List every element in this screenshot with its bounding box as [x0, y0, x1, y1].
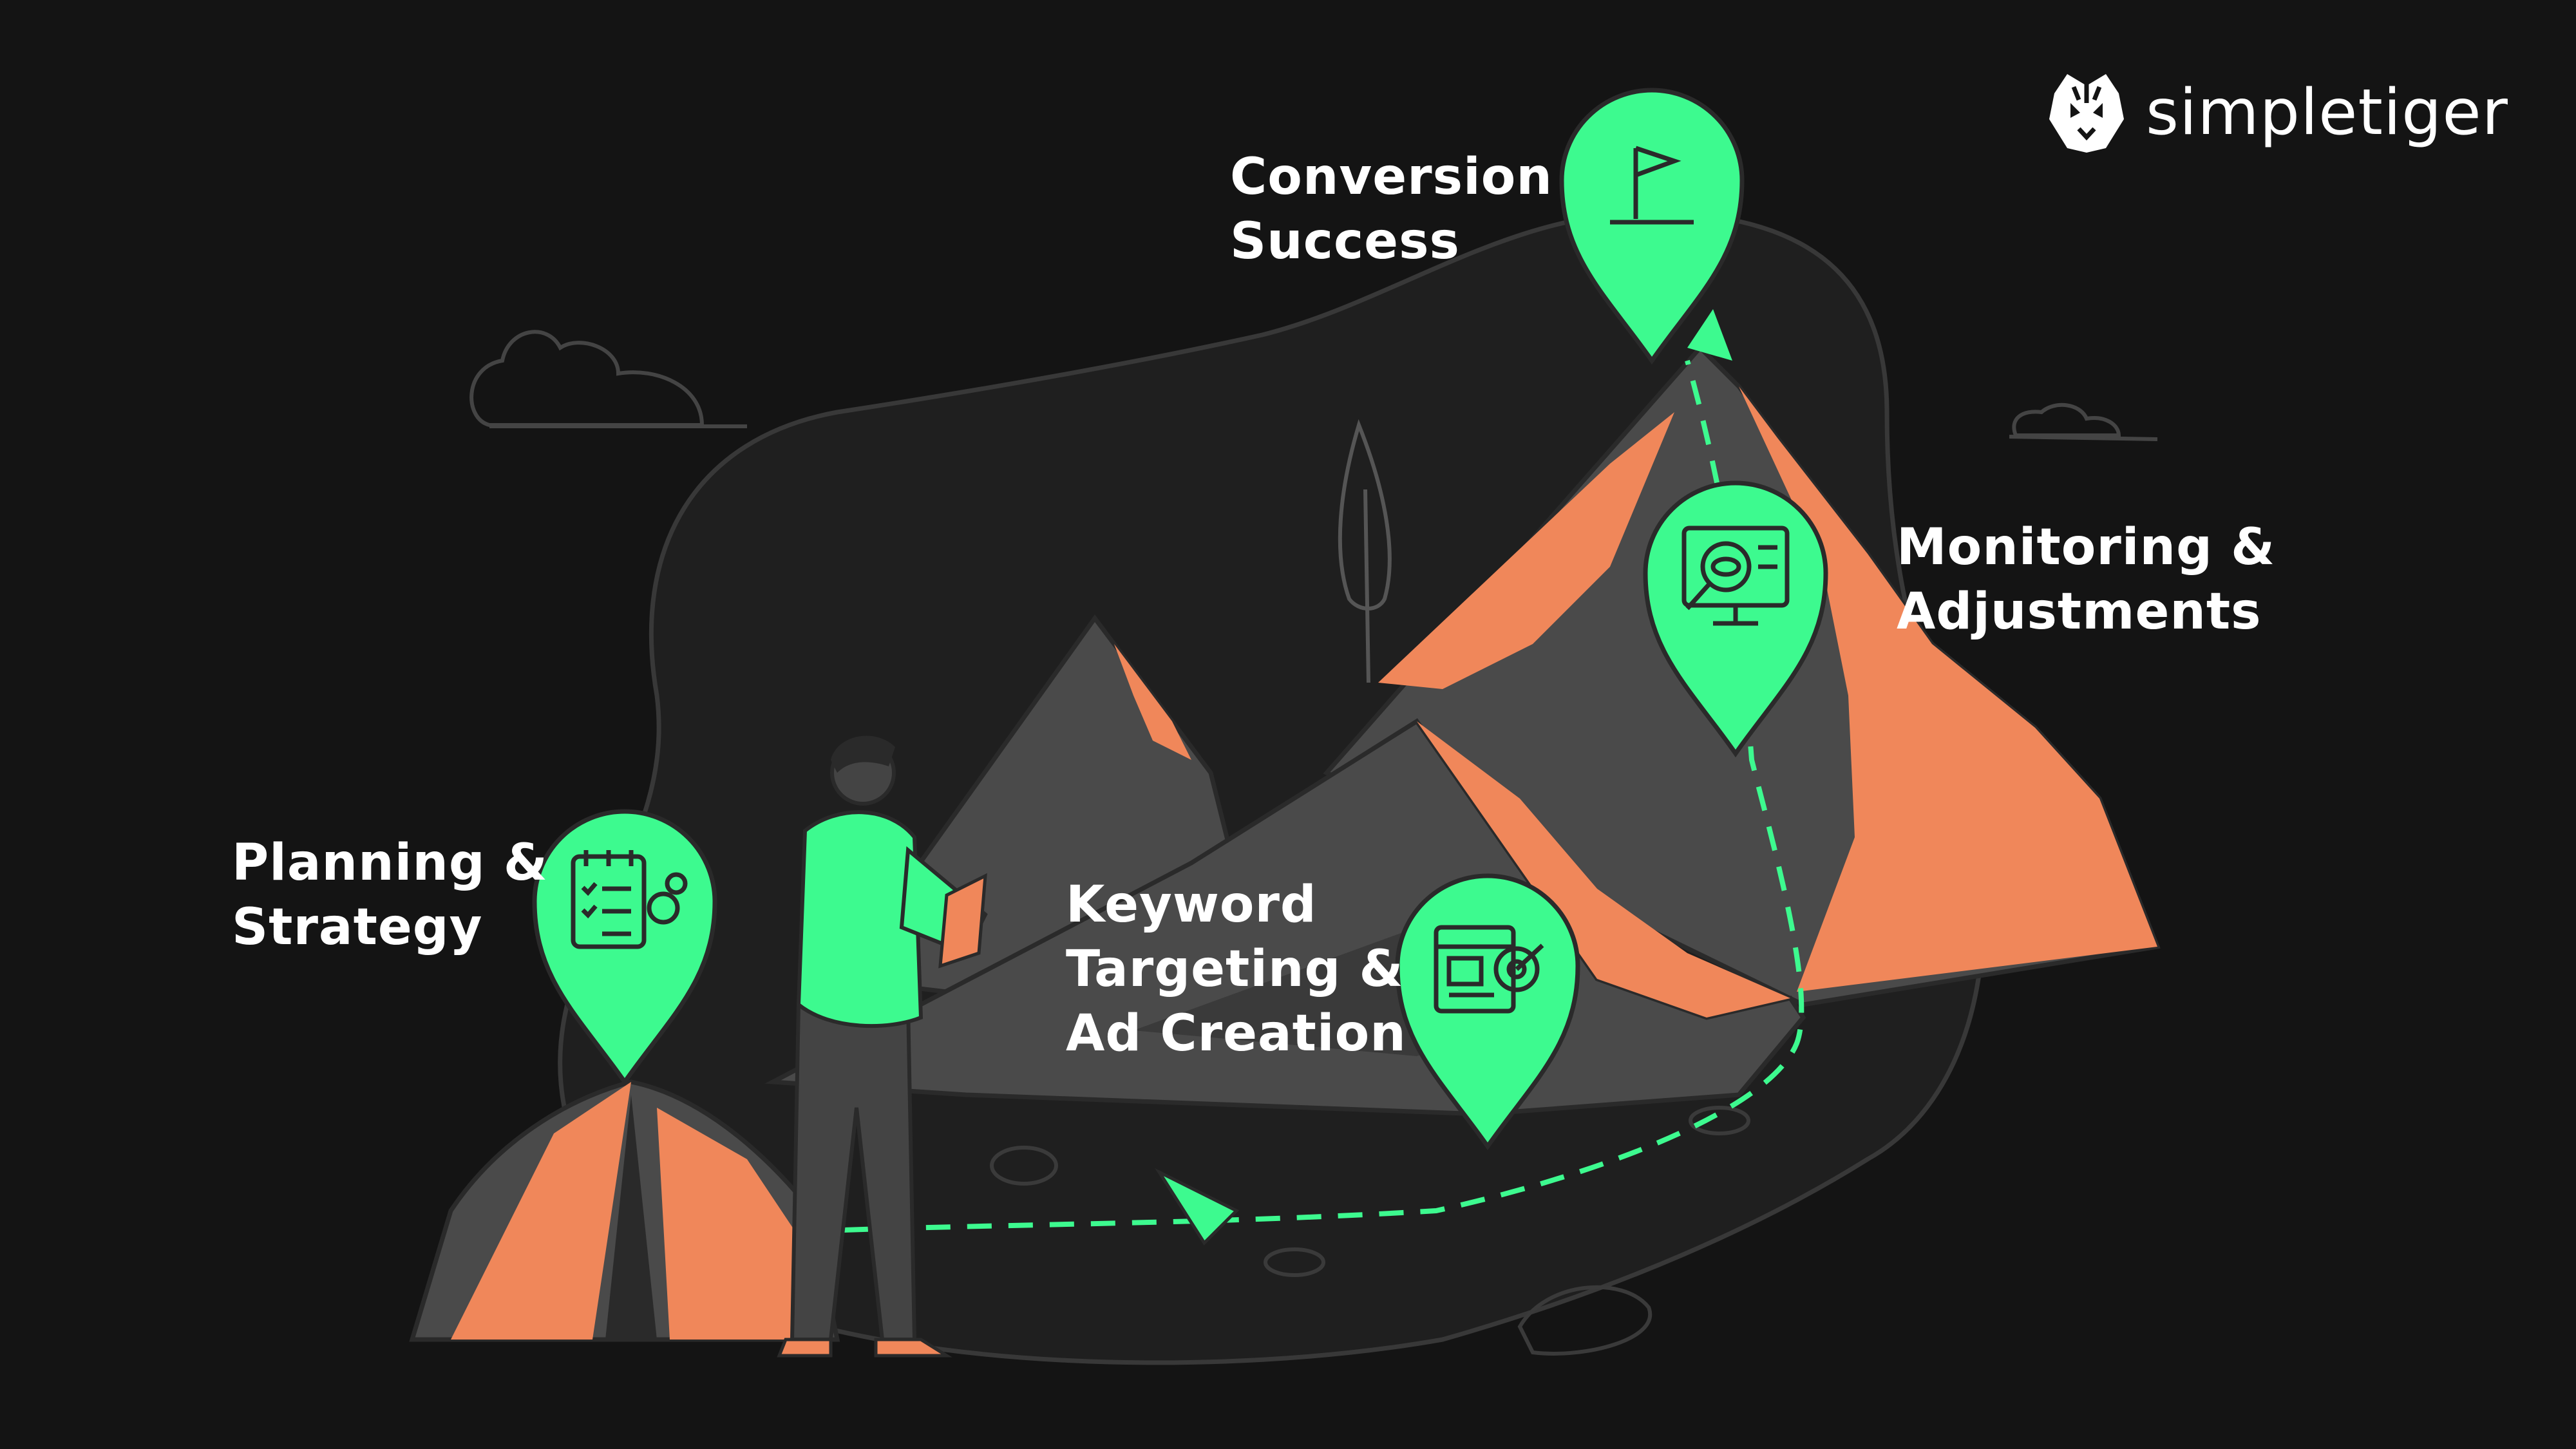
rock	[1689, 1106, 1750, 1135]
step-label-line: Conversion	[1230, 148, 1553, 206]
monitor-magnifier-icon	[1681, 526, 1790, 626]
mountain-tall-snow	[1687, 309, 1732, 361]
step-label-line: Monitoring &	[1897, 518, 2276, 576]
checklist-gears-icon	[571, 850, 688, 949]
route-arrow-icon	[1155, 1168, 1240, 1245]
step-label-planning: Planning & Strategy	[232, 831, 548, 960]
mountain-tall-accent-right	[1739, 386, 2157, 992]
step-label-conversion: Conversion Success	[1230, 145, 1553, 274]
tent-door	[605, 1095, 657, 1340]
step-label-line: Ad Creation	[1066, 1005, 1406, 1063]
step-label-line: Keyword	[1066, 876, 1317, 934]
cloud-right-line	[2009, 435, 2158, 441]
step-label-line: Adjustments	[1897, 583, 2262, 641]
tree-trunk	[1363, 489, 1370, 683]
mountain-back-left-accent	[1114, 644, 1191, 760]
map-pin-conversion	[1559, 88, 1745, 365]
map-pin-planning	[532, 809, 717, 1086]
step-label-line: Targeting &	[1066, 940, 1404, 998]
cloud-left	[469, 330, 705, 427]
person-hair	[831, 735, 895, 773]
step-label-line: Planning &	[232, 834, 548, 892]
flag-icon	[1610, 146, 1694, 225]
person-torso	[796, 810, 923, 1028]
person-map	[938, 873, 987, 969]
tiger-head-icon	[2049, 74, 2124, 153]
map-pin-monitoring	[1643, 480, 1828, 758]
mountain-front-accent	[1417, 721, 1790, 1018]
ad-target-icon	[1434, 925, 1544, 1014]
step-label-keyword: Keyword Targeting & Ad Creation	[1066, 873, 1406, 1066]
brand-name: simpletiger	[2146, 76, 2508, 149]
rock	[990, 1146, 1058, 1186]
rock	[1264, 1247, 1325, 1277]
map-pin-keyword	[1395, 873, 1580, 1151]
step-label-line: Strategy	[232, 898, 483, 956]
tent-accent	[451, 1082, 824, 1340]
step-label-line: Success	[1230, 213, 1460, 270]
cloud-right	[2012, 402, 2121, 437]
step-label-monitoring: Monitoring & Adjustments	[1897, 515, 2275, 644]
brand-logo: simpletiger	[2041, 64, 2508, 161]
mountain-tall-accent-left	[1378, 412, 1674, 689]
rock	[1517, 1285, 1653, 1356]
person-shoes	[777, 1338, 952, 1358]
